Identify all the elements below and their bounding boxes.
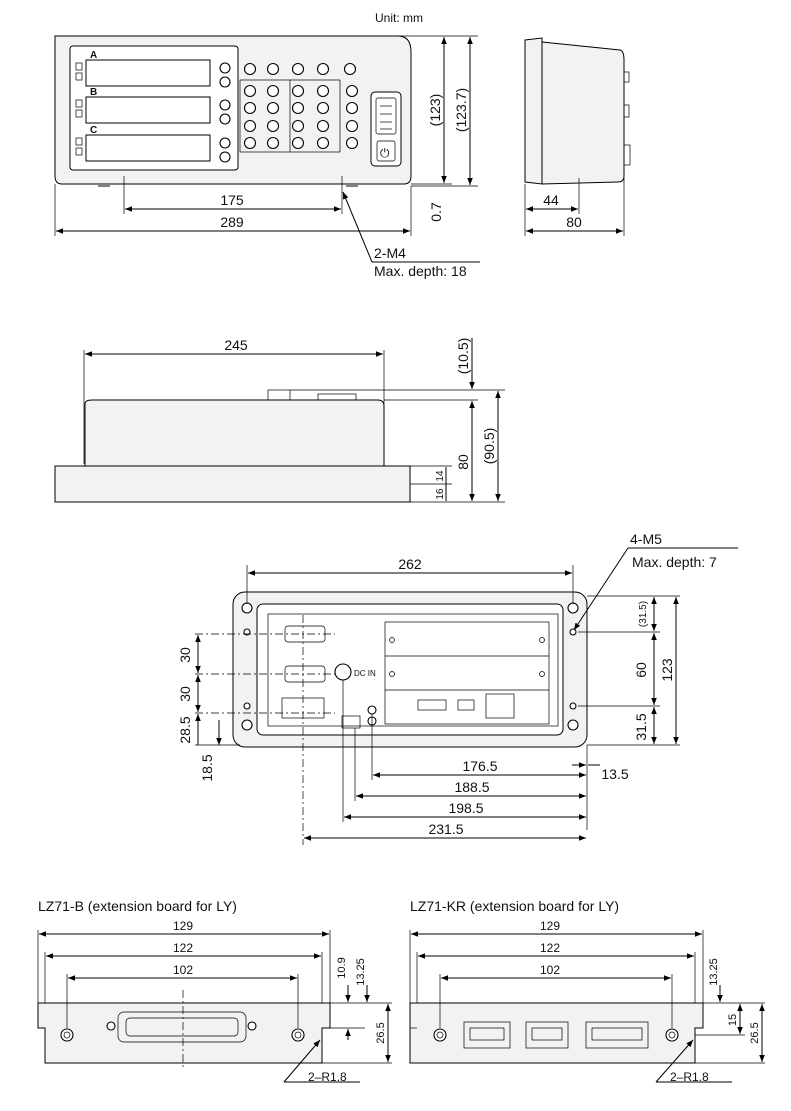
power-button — [376, 140, 396, 162]
dim-13-25-b: 13.25 — [355, 958, 367, 986]
dim-102-b: 102 — [173, 963, 193, 977]
dim-175: 175 — [220, 192, 244, 208]
dim-90-5: (90.5) — [481, 428, 497, 465]
dim-14: 14 — [435, 470, 446, 482]
dim-26-5-kr: 26.5 — [749, 1022, 761, 1043]
connector-kr-3 — [585, 1021, 649, 1049]
dim-122-kr: 122 — [540, 941, 560, 955]
board-lz71-b: LZ71-B (extension board for LY) 129 122 … — [37, 898, 392, 1084]
display-a — [85, 59, 211, 87]
dc-in-jack — [334, 663, 352, 681]
expansion-slot — [384, 621, 550, 725]
dim-10-9: 10.9 — [336, 957, 348, 978]
dim-0-7: 0.7 — [428, 202, 444, 222]
dim-60: 60 — [633, 662, 649, 678]
dim-188-5: 188.5 — [454, 779, 489, 795]
unit-label: Unit: mm — [375, 11, 423, 25]
dim-231-5: 231.5 — [428, 821, 463, 837]
dim-18-5: 18.5 — [199, 754, 215, 781]
display-c — [85, 134, 211, 162]
front-view: A B C ⏻ — [54, 35, 480, 279]
dim-30-b: 30 — [177, 686, 193, 702]
dim-129-kr: 129 — [540, 919, 560, 933]
dim-245: 245 — [224, 337, 248, 353]
dim-102-kr: 102 — [540, 963, 560, 977]
axis-c-label: C — [90, 125, 97, 136]
axis-b-label: B — [90, 87, 97, 98]
dim-80-top: 80 — [455, 454, 471, 470]
dim-123-7: (123.7) — [453, 88, 469, 132]
rear-view: DC IN 262 (31.5) 60 31.5 123 — [177, 531, 738, 845]
dim-13-25-kr: 13.25 — [708, 958, 720, 986]
dim-28-5: 28.5 — [177, 716, 193, 743]
dim-176-5: 176.5 — [462, 758, 497, 774]
dim-80-side: 80 — [566, 214, 582, 230]
board-b-title: LZ71-B (extension board for LY) — [38, 898, 237, 914]
display-b — [85, 96, 211, 124]
dim-30-a: 30 — [177, 647, 193, 663]
radius-b: 2–R1.8 — [308, 1070, 347, 1084]
callout-4-m5: 4-M5 — [630, 531, 662, 547]
dim-262: 262 — [398, 556, 422, 572]
dim-123-paren: (123) — [427, 94, 443, 127]
dim-122-b: 122 — [173, 941, 193, 955]
power-icon: ⏻ — [380, 146, 390, 160]
top-view: 245 (10.5) 80 (90.5) 14 16 — [54, 337, 505, 503]
dim-15: 15 — [727, 1014, 739, 1026]
dim-13-5: 13.5 — [601, 766, 628, 782]
dim-31-5-paren: (31.5) — [638, 601, 649, 627]
dim-26-5-b: 26.5 — [375, 1022, 387, 1043]
keypad-buttons — [243, 84, 359, 150]
centronics-connector — [117, 1011, 247, 1043]
dim-123-rear: 123 — [659, 658, 675, 682]
dim-289: 289 — [220, 214, 244, 230]
connector-kr-2 — [525, 1021, 569, 1049]
dim-31-5: 31.5 — [633, 713, 649, 740]
dim-129-b: 129 — [173, 919, 193, 933]
radius-kr: 2–R1.8 — [670, 1070, 709, 1084]
callout-depth-7: Max. depth: 7 — [632, 554, 717, 570]
dim-44: 44 — [543, 192, 559, 208]
side-view: 44 80 — [524, 37, 631, 236]
connector-kr-1 — [463, 1021, 511, 1049]
dim-198-5: 198.5 — [448, 800, 483, 816]
axis-a-label: A — [90, 50, 97, 61]
board-lz71-kr: LZ71-KR (extension board for LY) 129 122… — [409, 898, 765, 1084]
dc-in-label: DC IN — [354, 669, 376, 678]
board-kr-title: LZ71-KR (extension board for LY) — [410, 898, 619, 914]
callout-depth-18: Max. depth: 18 — [374, 263, 467, 279]
callout-2-m4: 2-M4 — [374, 245, 406, 261]
dim-16: 16 — [435, 488, 446, 500]
dim-10-5: (10.5) — [455, 338, 471, 375]
